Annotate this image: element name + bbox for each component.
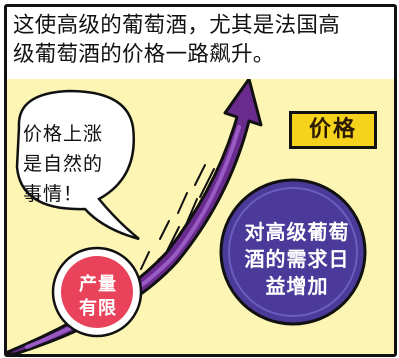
caption-box: 这使高级的葡萄酒，尤其是法国高 级葡萄酒的价格一路飙升。 xyxy=(7,7,394,79)
demand-text: 对高级葡萄 酒的需求日 益增加 xyxy=(236,219,358,300)
speech-bubble xyxy=(15,89,140,241)
demand-circle xyxy=(219,178,367,326)
demand-line-2: 酒的需求日 xyxy=(244,247,350,271)
caption-line-2: 级葡萄酒的价格一路飙升。 xyxy=(13,42,275,67)
demand-line-1: 对高级葡萄 xyxy=(244,220,350,244)
speech-line-2: 是自然的 xyxy=(23,153,104,175)
demand-line-3: 益增加 xyxy=(265,274,329,298)
supply-text: 产量 有限 xyxy=(65,273,131,321)
panel-frame: 这使高级的葡萄酒，尤其是法国高 级葡萄酒的价格一路飙升。 价格上涨 是自然的 事… xyxy=(4,4,397,357)
panel-artwork xyxy=(7,77,367,354)
price-label: 价格 xyxy=(289,111,377,149)
speech-line-1: 价格上涨 xyxy=(23,123,104,145)
caption-line-1: 这使高级的葡萄酒，尤其是法国高 xyxy=(13,13,341,38)
caption-text: 这使高级的葡萄酒，尤其是法国高 级葡萄酒的价格一路飙升。 xyxy=(13,11,385,69)
supply-line-2: 有限 xyxy=(79,298,117,319)
speech-line-3: 事情！ xyxy=(23,183,84,205)
supply-line-1: 产量 xyxy=(79,274,117,295)
speech-bubble-text: 价格上涨 是自然的 事情！ xyxy=(23,119,135,209)
